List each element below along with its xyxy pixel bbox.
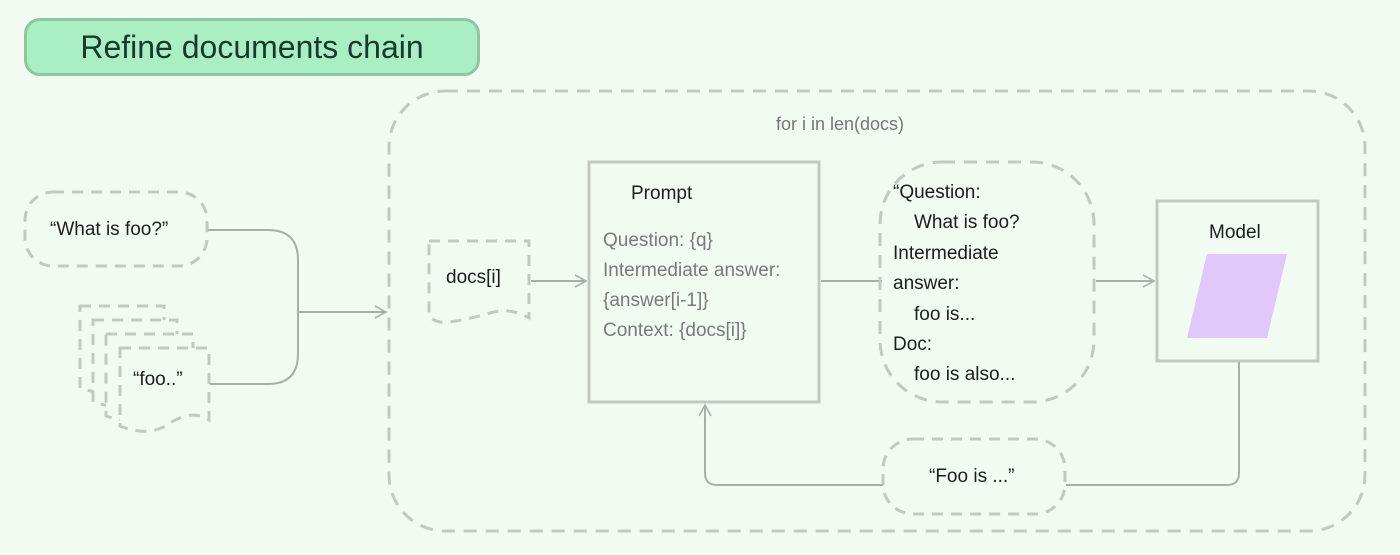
filled-line: foo is... [914, 303, 976, 325]
output-label: “Foo is ...” [929, 466, 1015, 487]
prompt-line: {answer[i-1]} [603, 290, 709, 311]
docs-input-label: “foo..” [133, 369, 183, 390]
filled-line: answer: [893, 273, 960, 295]
output-bubble [881, 437, 1067, 516]
chain-title: Refine documents chain [24, 18, 480, 76]
filled-prompt-text: “Question: What is foo? Intermediate ans… [893, 178, 1020, 391]
prompt-line: Question: {q} [603, 230, 713, 251]
output-to-prompt-arrow [698, 403, 883, 486]
prompt-title: Prompt [631, 183, 693, 204]
docs-input-front [118, 346, 211, 433]
model-parallelogram-icon [1187, 254, 1287, 338]
doc-item-label: docs[i] [446, 267, 501, 288]
docs-connector [210, 312, 299, 385]
filled-line: “Question: [893, 182, 981, 203]
loop-label: for i in len(docs) [776, 114, 905, 134]
filled-line: Intermediate [893, 242, 999, 264]
question-input-box [23, 190, 209, 268]
docs-stack [78, 304, 211, 433]
model-to-output-connector [1066, 362, 1240, 486]
filled-line: Doc: [893, 334, 933, 356]
question-input-label: “What is foo?” [50, 219, 169, 240]
filled-line: foo is also... [914, 364, 1016, 386]
model-box [1155, 199, 1320, 363]
filled-line: What is foo? [914, 212, 1020, 234]
doc-item-box [427, 239, 531, 324]
prompt-line: Context: {docs[i]} [603, 320, 747, 341]
filled-prompt-bubble [878, 160, 1096, 404]
prompt-line: Intermediate answer: [603, 260, 781, 281]
prompt-box [587, 160, 821, 404]
model-title: Model [1209, 222, 1261, 243]
prompt-template: Question: {q} Intermediate answer: {answ… [603, 226, 780, 346]
question-connector [208, 229, 299, 312]
